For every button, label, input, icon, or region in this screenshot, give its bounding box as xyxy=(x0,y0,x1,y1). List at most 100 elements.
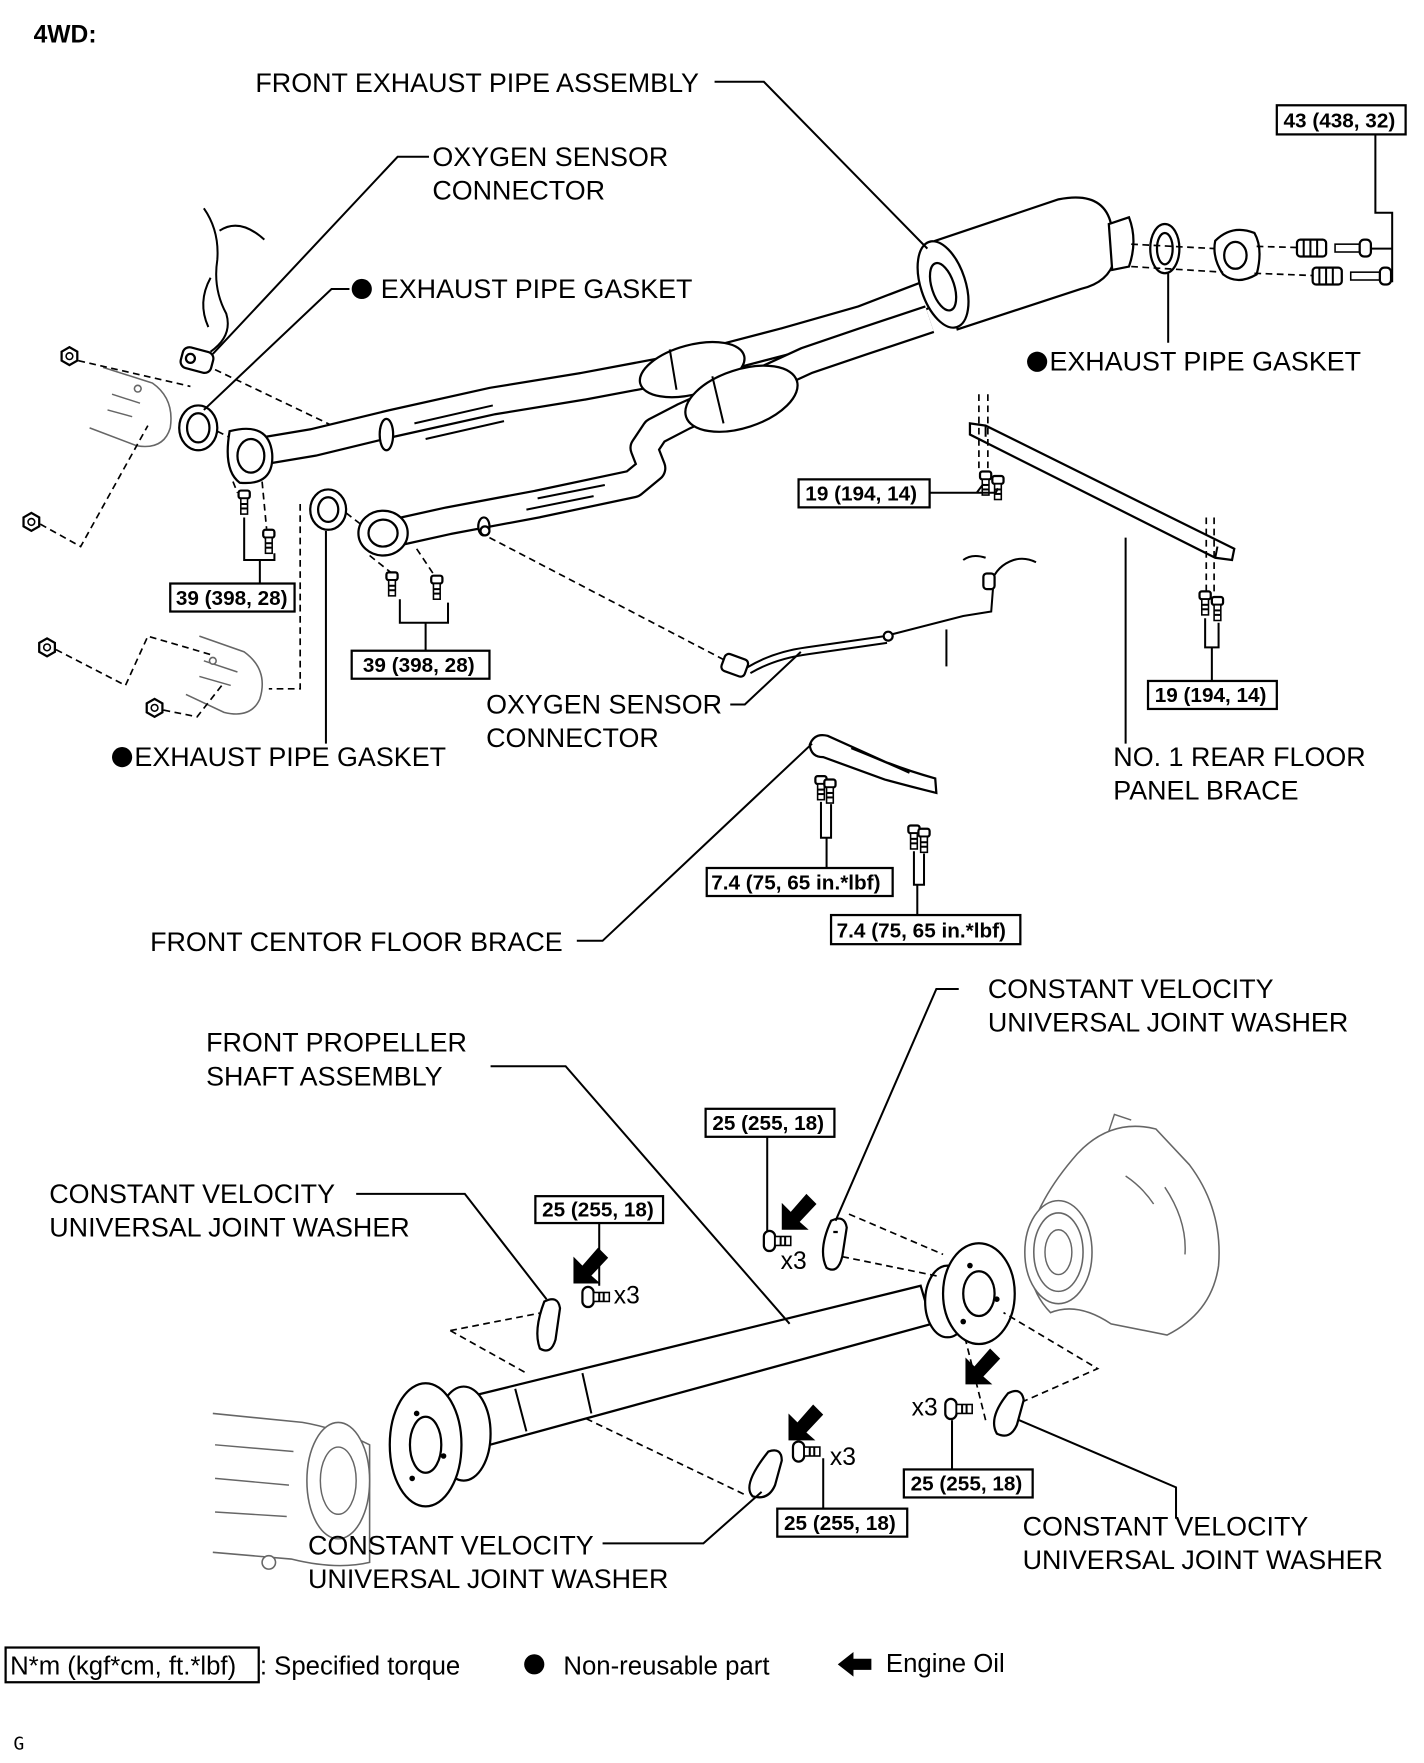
exhaust-pipe-gasket-right xyxy=(1149,222,1181,275)
leader-line xyxy=(576,742,813,942)
alignment-line xyxy=(848,1213,944,1256)
label-exhaust-pipe-gasket-lower: EXHAUST PIPE GASKET xyxy=(134,742,446,772)
manifold-nut xyxy=(22,511,41,533)
leader-line xyxy=(490,1065,791,1325)
leader-lines-shaft xyxy=(356,987,1178,1545)
heat-shield-line xyxy=(414,404,606,511)
alignment-line xyxy=(489,536,731,664)
compression-spring xyxy=(1295,238,1328,258)
torque-value: 25 (255, 18) xyxy=(911,1473,1023,1496)
brace-bolt xyxy=(1198,590,1212,617)
exhaust-pipe-lower-fill xyxy=(394,307,934,545)
leader-line xyxy=(834,987,959,1222)
label-line: UNIVERSAL JOINT WASHER xyxy=(1023,1545,1383,1575)
torque-spec-muffler-flange: 43 (438, 32) xyxy=(1275,104,1407,136)
front-flange-bolt xyxy=(385,571,399,597)
leader-line xyxy=(356,1192,548,1300)
torque-spec-shaft-right: 25 (255, 18) xyxy=(902,1468,1034,1499)
label-line: FRONT PROPELLER xyxy=(206,1028,467,1058)
leader-line xyxy=(602,1491,763,1545)
alignment-line xyxy=(449,1311,543,1374)
label-line: UNIVERSAL JOINT WASHER xyxy=(49,1212,409,1242)
torque-value: 25 (255, 18) xyxy=(784,1512,896,1535)
leader-line xyxy=(1204,618,1220,681)
leader-line xyxy=(819,801,833,869)
label-line: UNIVERSAL JOINT WASHER xyxy=(308,1564,668,1594)
exhaust-section xyxy=(22,196,1393,854)
propeller-shaft-section xyxy=(212,1113,1220,1570)
sensor-wire xyxy=(218,224,266,241)
brace-bolt xyxy=(991,474,1005,501)
label-line: CONSTANT VELOCITY xyxy=(308,1531,594,1561)
alignment-line xyxy=(163,684,223,718)
label-line: NO. 1 REAR FLOOR xyxy=(1113,742,1365,772)
label-oxygen-sensor-connector-upper: OXYGEN SENSOR CONNECTOR xyxy=(432,142,675,206)
label-cv-washer-bottom-center: CONSTANT VELOCITY UNIVERSAL JOINT WASHER xyxy=(308,1531,668,1595)
center-brace-bolt xyxy=(917,827,931,854)
label-exhaust-pipe-gasket-right: EXHAUST PIPE GASKET xyxy=(1049,347,1361,377)
label-exhaust-pipe-gasket-upper: EXHAUST PIPE GASKET xyxy=(381,274,693,304)
engine-oil-arrow-icon xyxy=(781,1193,817,1230)
oxygen-sensor-boss xyxy=(479,525,491,537)
label-oxygen-sensor-connector-lower: OXYGEN SENSOR CONNECTOR xyxy=(486,689,729,753)
front-flange-right-bore xyxy=(367,518,399,548)
label-line: CONSTANT VELOCITY xyxy=(988,974,1274,1004)
label-cv-washer-top-right: CONSTANT VELOCITY UNIVERSAL JOINT WASHER xyxy=(988,974,1348,1038)
torque-spec-center-brace-left: 7.4 (75, 65 in.*lbf) xyxy=(705,866,894,898)
alignment-line xyxy=(964,1339,987,1421)
torque-value: 39 (398, 28) xyxy=(363,654,475,677)
label-line: UNIVERSAL JOINT WASHER xyxy=(988,1008,1348,1038)
sensor-wire xyxy=(746,582,995,669)
sensor-wire xyxy=(749,641,888,674)
alignment-line xyxy=(584,1417,745,1495)
oxygen-sensor-connector-lower-body xyxy=(720,652,750,678)
label-line: OXYGEN SENSOR xyxy=(486,689,722,719)
torque-value: 7.4 (75, 65 in.*lbf) xyxy=(837,919,1006,942)
page-title: 4WD: xyxy=(34,22,97,49)
torque-value: 43 (438, 32) xyxy=(1284,110,1396,133)
shaft-tube xyxy=(463,1284,934,1449)
label-line: SHAFT ASSEMBLY xyxy=(206,1061,443,1091)
alignment-line xyxy=(369,548,436,577)
muffler-outlet-flange xyxy=(1107,215,1135,272)
engine-oil-arrow-icon xyxy=(965,1348,1001,1385)
engine-oil-arrow-icon xyxy=(788,1404,824,1441)
torque-value: 19 (194, 14) xyxy=(805,483,917,506)
engine-oil-arrow-icon xyxy=(573,1247,609,1284)
label-line: CONSTANT VELOCITY xyxy=(1023,1512,1309,1542)
manifold-nut xyxy=(145,697,164,718)
quantity-right: x3 xyxy=(912,1395,938,1422)
figure-code: G xyxy=(13,1733,24,1754)
leader-line xyxy=(243,517,276,584)
label-line: OXYGEN SENSOR xyxy=(432,142,668,172)
label-front-centor-floor-brace: FRONT CENTOR FLOOR BRACE xyxy=(150,927,563,957)
legend-torque-unit: N*m (kgf*cm, ft.*lbf) xyxy=(10,1652,236,1680)
torque-value: 25 (255, 18) xyxy=(542,1198,654,1221)
leader-lines-exhaust xyxy=(203,80,1394,942)
label-line: CONNECTOR xyxy=(486,723,659,753)
non-reusable-dot-icon xyxy=(1027,351,1048,372)
alignment-line xyxy=(214,368,342,431)
muffler-flange-bolt xyxy=(1349,266,1393,286)
exhaust-pipe-gasket-upper xyxy=(178,404,219,452)
torque-value: 39 (398, 28) xyxy=(176,587,288,610)
front-centor-floor-brace xyxy=(808,734,938,795)
exhaust-manifold-outlet-upper xyxy=(89,366,172,448)
torque-value: 7.4 (75, 65 in.*lbf) xyxy=(711,871,880,894)
wire-clip xyxy=(882,630,894,642)
engine-oil-arrow-icon xyxy=(837,1652,872,1677)
converter-seam xyxy=(668,349,725,424)
cv-joint-washer-top-right xyxy=(821,1217,848,1271)
leader-line xyxy=(929,483,999,494)
legend-engine-oil: Engine Oil xyxy=(886,1650,1005,1678)
cv-joint-washer-left xyxy=(536,1298,562,1352)
quantity-top: x3 xyxy=(781,1248,807,1275)
alignment-line xyxy=(55,635,214,687)
sensor-wire xyxy=(990,557,1037,583)
label-cv-washer-bottom-right: CONSTANT VELOCITY UNIVERSAL JOINT WASHER xyxy=(1023,1512,1383,1576)
quantity-bottom: x3 xyxy=(830,1444,856,1471)
leader-line xyxy=(1018,1419,1178,1519)
non-reusable-dot-icon xyxy=(112,747,133,768)
sensor-wire xyxy=(202,277,212,328)
oxygen-sensor-lower xyxy=(720,554,1037,678)
